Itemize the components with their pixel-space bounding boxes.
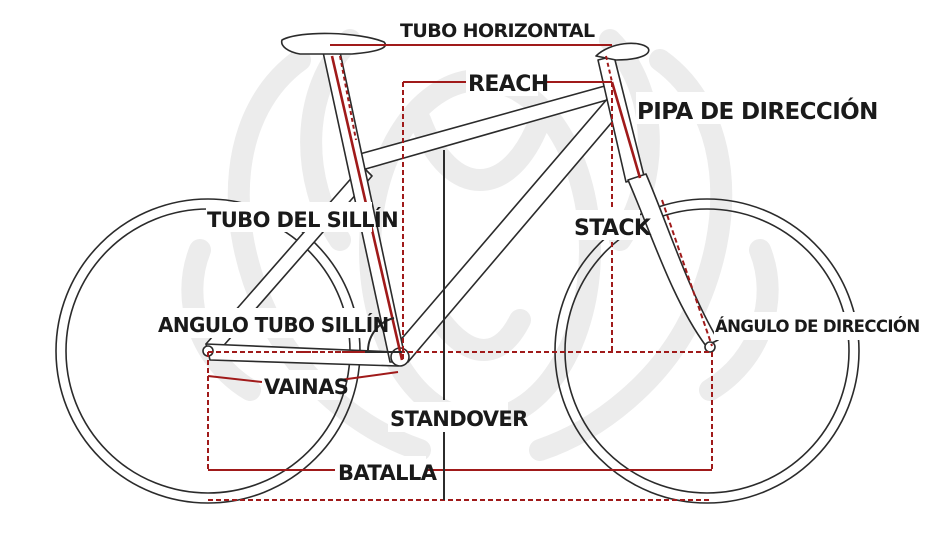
label-tubo-horizontal: TUBO HORIZONTAL <box>400 20 595 42</box>
chain-stay <box>205 343 399 367</box>
handlebar <box>595 42 650 61</box>
label-batalla: BATALLA <box>338 461 438 485</box>
chainstay-measure <box>207 375 263 383</box>
label-pipa-direccion: PIPA DE DIRECCIÓN <box>637 97 878 125</box>
label-reach: REACH <box>468 72 549 97</box>
label-angulo-tubo-sillin: ANGULO TUBO SILLÍN <box>158 313 389 337</box>
label-vainas: VAINAS <box>264 375 348 399</box>
seat-angle-arc <box>367 317 395 351</box>
label-angulo-direccion: ÁNGULO DE DIRECCIÓN <box>715 317 920 336</box>
label-tubo-sillin: TUBO DEL SILLÍN <box>207 207 398 232</box>
label-standover: STANDOVER <box>390 407 528 431</box>
label-stack: STACK <box>574 216 652 241</box>
saddle <box>280 32 387 55</box>
head-angle-measure <box>661 199 713 347</box>
labels: TUBO HORIZONTAL REACH PIPA DE DIRECCIÓN … <box>157 14 920 486</box>
front-dropout <box>704 341 716 353</box>
head-tube-measure <box>610 81 642 179</box>
